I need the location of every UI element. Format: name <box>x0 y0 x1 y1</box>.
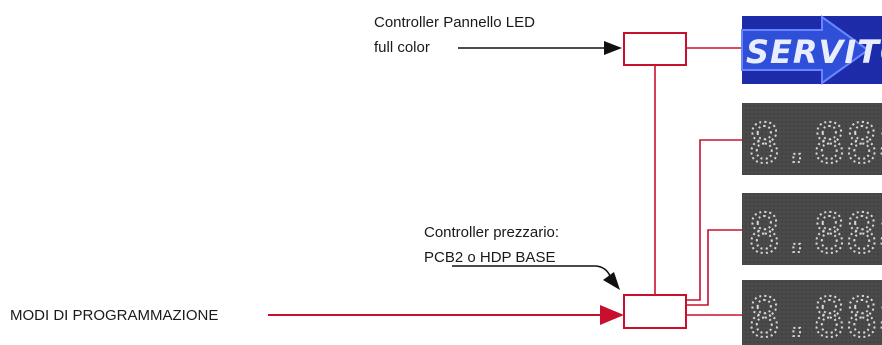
programming-modes-arrow <box>268 305 624 325</box>
led-controller-box <box>623 32 687 66</box>
led-controller-label-line2: full color <box>374 39 430 56</box>
price-controller-label-line2: PCB2 o HDP BASE <box>424 249 555 266</box>
price-display-2-wire <box>686 229 742 306</box>
price-display-3: 8.888 <box>742 280 882 345</box>
price-display-1-digits: 8.888 <box>748 112 882 175</box>
led-controller-label-line1: Controller Pannello LED <box>374 14 535 31</box>
price-display-1-wire <box>686 139 742 301</box>
programming-modes-label: MODI DI PROGRAMMAZIONE <box>10 307 218 324</box>
led-panel-arrow-shape <box>741 15 870 85</box>
price-display-3-digits: 8.888 <box>748 286 882 345</box>
price-controller-label-line1: Controller prezzario: <box>424 224 559 241</box>
price-controller-box <box>623 294 687 329</box>
wiring <box>654 47 742 316</box>
led-controller-arrow <box>458 41 622 55</box>
price-display-1: 8.888 <box>742 103 882 176</box>
led-panel: SERVITO <box>741 15 882 85</box>
led-panel-text: SERVITO <box>746 33 882 71</box>
price-display-2-digits: 8.888 <box>748 202 882 265</box>
price-controller-arrow <box>452 265 620 290</box>
price-display-2: 8.888 <box>742 193 882 266</box>
